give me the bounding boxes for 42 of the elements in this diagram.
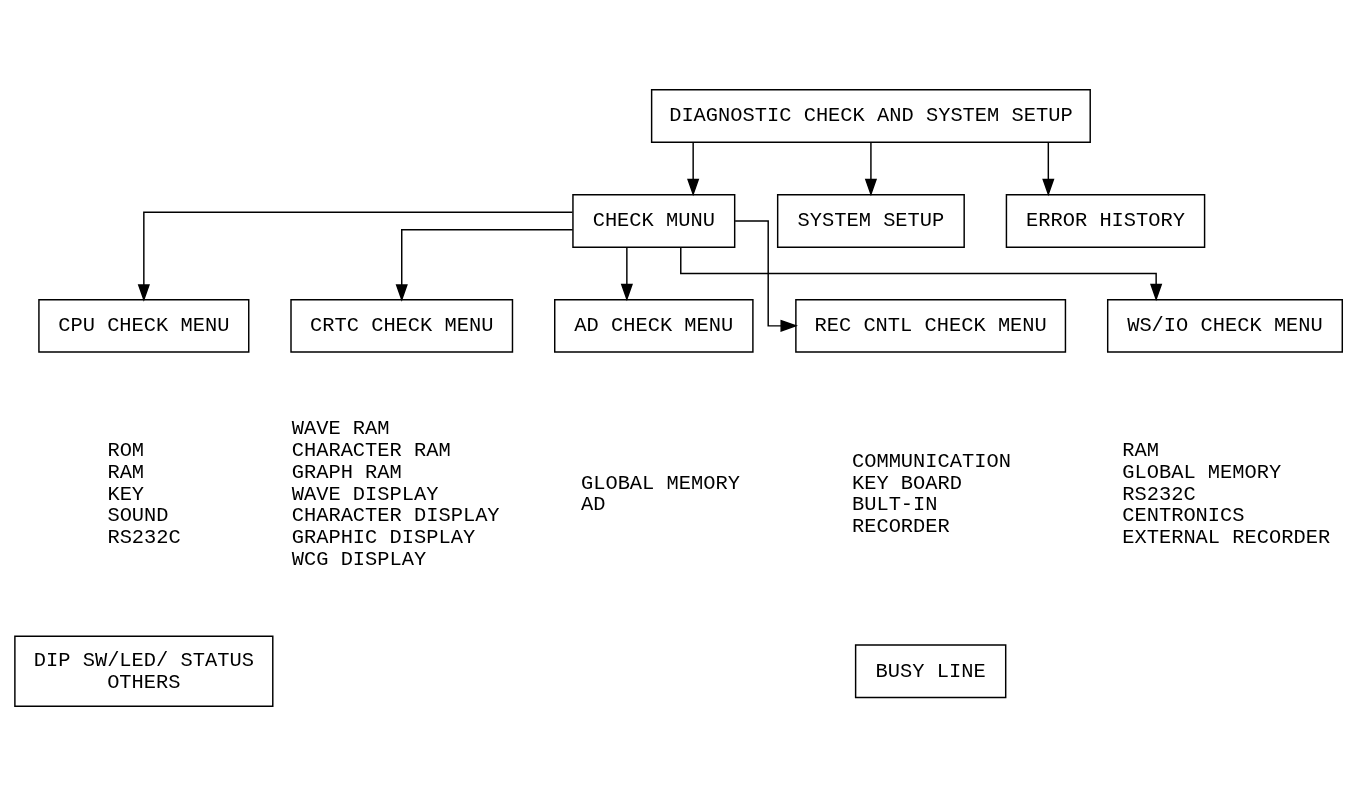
node-box: REC CNTL CHECK MENU <box>795 298 1067 353</box>
node-box: WS/IO CHECK MENU <box>1106 298 1343 353</box>
node-label: CHARACTER RAM <box>291 438 451 462</box>
node-label: COMMUNICATION <box>851 449 1011 473</box>
node-label: RECORDER <box>851 515 950 539</box>
node-label: RAM <box>1122 438 1159 462</box>
node-box: CPU CHECK MENU <box>38 298 250 353</box>
node-label: BULT-IN <box>851 493 938 517</box>
arrow <box>137 211 574 302</box>
arrow <box>864 141 878 197</box>
node-box: CHECK MUNU <box>572 194 736 248</box>
node-box: DIAGNOSTIC CHECK AND SYSTEM SETUP <box>650 89 1091 143</box>
node-box: SYSTEM SETUP <box>776 194 965 248</box>
node-label: WAVE DISPLAY <box>291 482 439 506</box>
node-box: CRTC CHECK MENU <box>290 298 514 353</box>
node-box: ERROR HISTORY <box>1005 194 1206 248</box>
node-label: EXTERNAL RECORDER <box>1122 526 1331 550</box>
node-label: CHARACTER DISPLAY <box>291 504 500 528</box>
arrow <box>680 247 1163 302</box>
node-label: KEY <box>107 482 145 506</box>
node-label: WCG DISPLAY <box>291 548 427 572</box>
node-box: BUSY LINE <box>854 644 1007 699</box>
node-label: RAM <box>107 460 145 484</box>
node-box: AD CHECK MENU <box>554 298 754 353</box>
node-label: GLOBAL MEMORY <box>1122 460 1282 484</box>
arrow <box>734 220 798 332</box>
node-label: CENTRONICS <box>1122 504 1245 528</box>
node-label: RS232C <box>1122 482 1196 506</box>
node-label: RS232C <box>107 526 181 550</box>
arrow <box>687 141 700 197</box>
arrow <box>1042 141 1055 197</box>
node-label: ROM <box>107 438 145 462</box>
node-label: GRAPH RAM <box>291 460 402 484</box>
node-label: SOUND <box>107 504 169 528</box>
node-label: KEY BOARD <box>851 471 963 495</box>
node-box: DIP SW/LED/ STATUS OTHERS <box>14 635 274 707</box>
node-label: GLOBAL MEMORY <box>580 471 740 495</box>
node-label: AD <box>580 493 606 517</box>
arrow <box>620 246 633 302</box>
node-label: GRAPHIC DISPLAY <box>291 526 476 550</box>
node-label: WAVE RAM <box>291 416 390 440</box>
arrow <box>395 229 574 302</box>
